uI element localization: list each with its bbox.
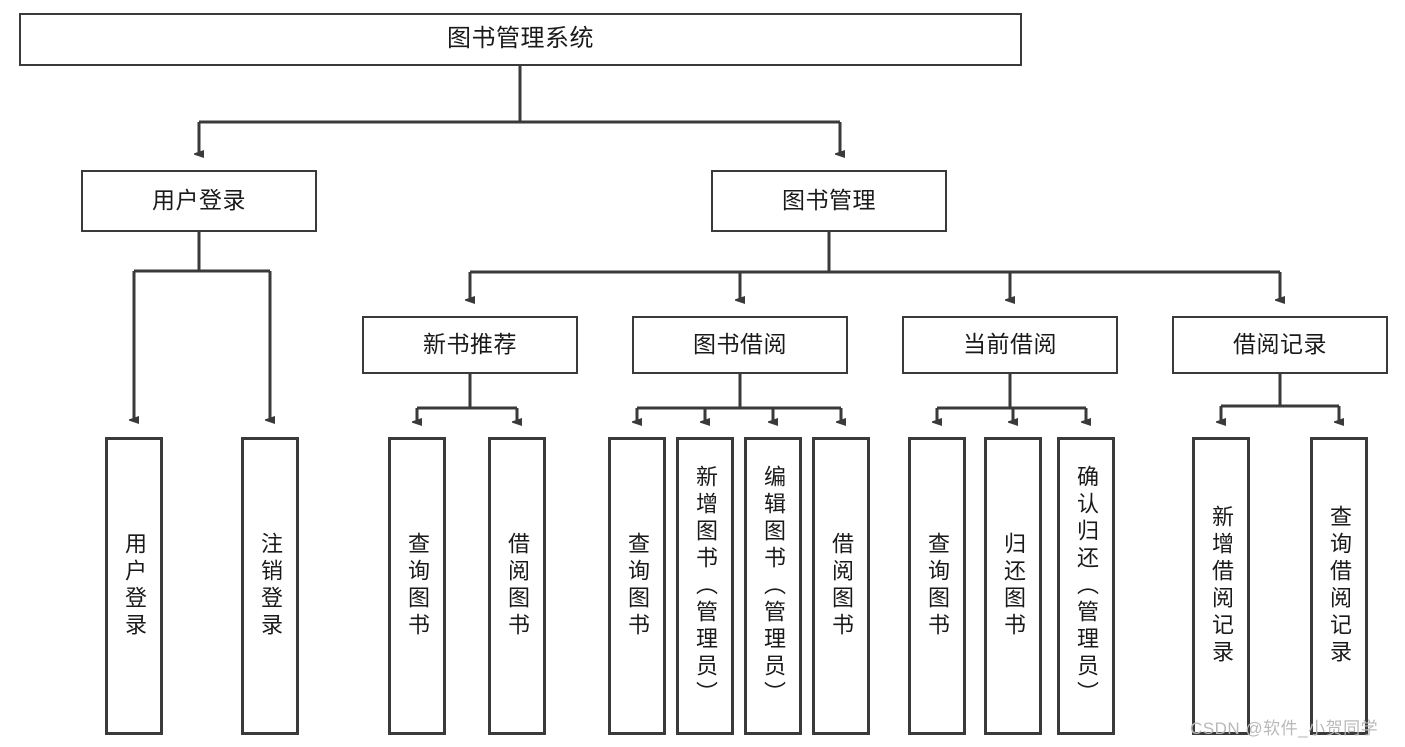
node-leaf-add-book-admin-label: 新增图书（管理员） xyxy=(693,464,718,708)
node-leaf-borrow-book-1[interactable]: 借阅图书 xyxy=(488,437,546,735)
node-leaf-query-book-3-label: 查询图书 xyxy=(925,532,950,640)
node-leaf-query-book-1-label: 查询图书 xyxy=(405,532,430,640)
node-leaf-borrow-book-2[interactable]: 借阅图书 xyxy=(812,437,870,735)
node-leaf-add-book-admin[interactable]: 新增图书（管理员） xyxy=(676,437,734,735)
node-leaf-query-borrow-record-label: 查询借阅记录 xyxy=(1327,505,1352,667)
node-leaf-add-borrow-record-label: 新增借阅记录 xyxy=(1209,505,1234,667)
node-leaf-confirm-return-admin-label: 确认归还（管理员） xyxy=(1074,464,1099,708)
node-leaf-edit-book-admin-label: 编辑图书（管理员） xyxy=(761,464,786,708)
node-book-borrow-label: 图书借阅 xyxy=(693,331,787,358)
node-leaf-edit-book-admin[interactable]: 编辑图书（管理员） xyxy=(744,437,802,735)
node-new-book-recommend-label: 新书推荐 xyxy=(423,331,517,358)
node-current-borrow[interactable]: 当前借阅 xyxy=(902,316,1118,374)
node-user-login-label: 用户登录 xyxy=(152,187,246,214)
node-current-borrow-label: 当前借阅 xyxy=(963,331,1057,358)
node-borrow-record[interactable]: 借阅记录 xyxy=(1172,316,1388,374)
node-leaf-borrow-book-1-label: 借阅图书 xyxy=(505,532,530,640)
node-book-management-label: 图书管理 xyxy=(782,187,876,214)
node-leaf-query-borrow-record[interactable]: 查询借阅记录 xyxy=(1310,437,1368,735)
node-leaf-return-book[interactable]: 归还图书 xyxy=(984,437,1042,735)
node-leaf-query-book-2[interactable]: 查询图书 xyxy=(608,437,666,735)
node-leaf-query-book-2-label: 查询图书 xyxy=(625,532,650,640)
node-leaf-user-logout-label: 注销登录 xyxy=(258,532,283,640)
node-root-label: 图书管理系统 xyxy=(447,25,594,53)
node-root[interactable]: 图书管理系统 xyxy=(19,13,1022,66)
csdn-watermark: CSDN @软件_小贺同学 xyxy=(1190,719,1379,738)
node-leaf-confirm-return-admin[interactable]: 确认归还（管理员） xyxy=(1057,437,1115,735)
node-leaf-borrow-book-2-label: 借阅图书 xyxy=(829,532,854,640)
node-user-login[interactable]: 用户登录 xyxy=(81,170,317,232)
node-leaf-user-login[interactable]: 用户登录 xyxy=(105,437,163,735)
node-leaf-user-logout[interactable]: 注销登录 xyxy=(241,437,299,735)
node-leaf-query-book-1[interactable]: 查询图书 xyxy=(388,437,446,735)
node-book-borrow[interactable]: 图书借阅 xyxy=(632,316,848,374)
node-leaf-return-book-label: 归还图书 xyxy=(1001,532,1026,640)
node-leaf-add-borrow-record[interactable]: 新增借阅记录 xyxy=(1192,437,1250,735)
node-leaf-query-book-3[interactable]: 查询图书 xyxy=(908,437,966,735)
node-new-book-recommend[interactable]: 新书推荐 xyxy=(362,316,578,374)
node-borrow-record-label: 借阅记录 xyxy=(1233,331,1327,358)
node-book-management[interactable]: 图书管理 xyxy=(711,170,947,232)
node-leaf-user-login-label: 用户登录 xyxy=(122,532,147,640)
